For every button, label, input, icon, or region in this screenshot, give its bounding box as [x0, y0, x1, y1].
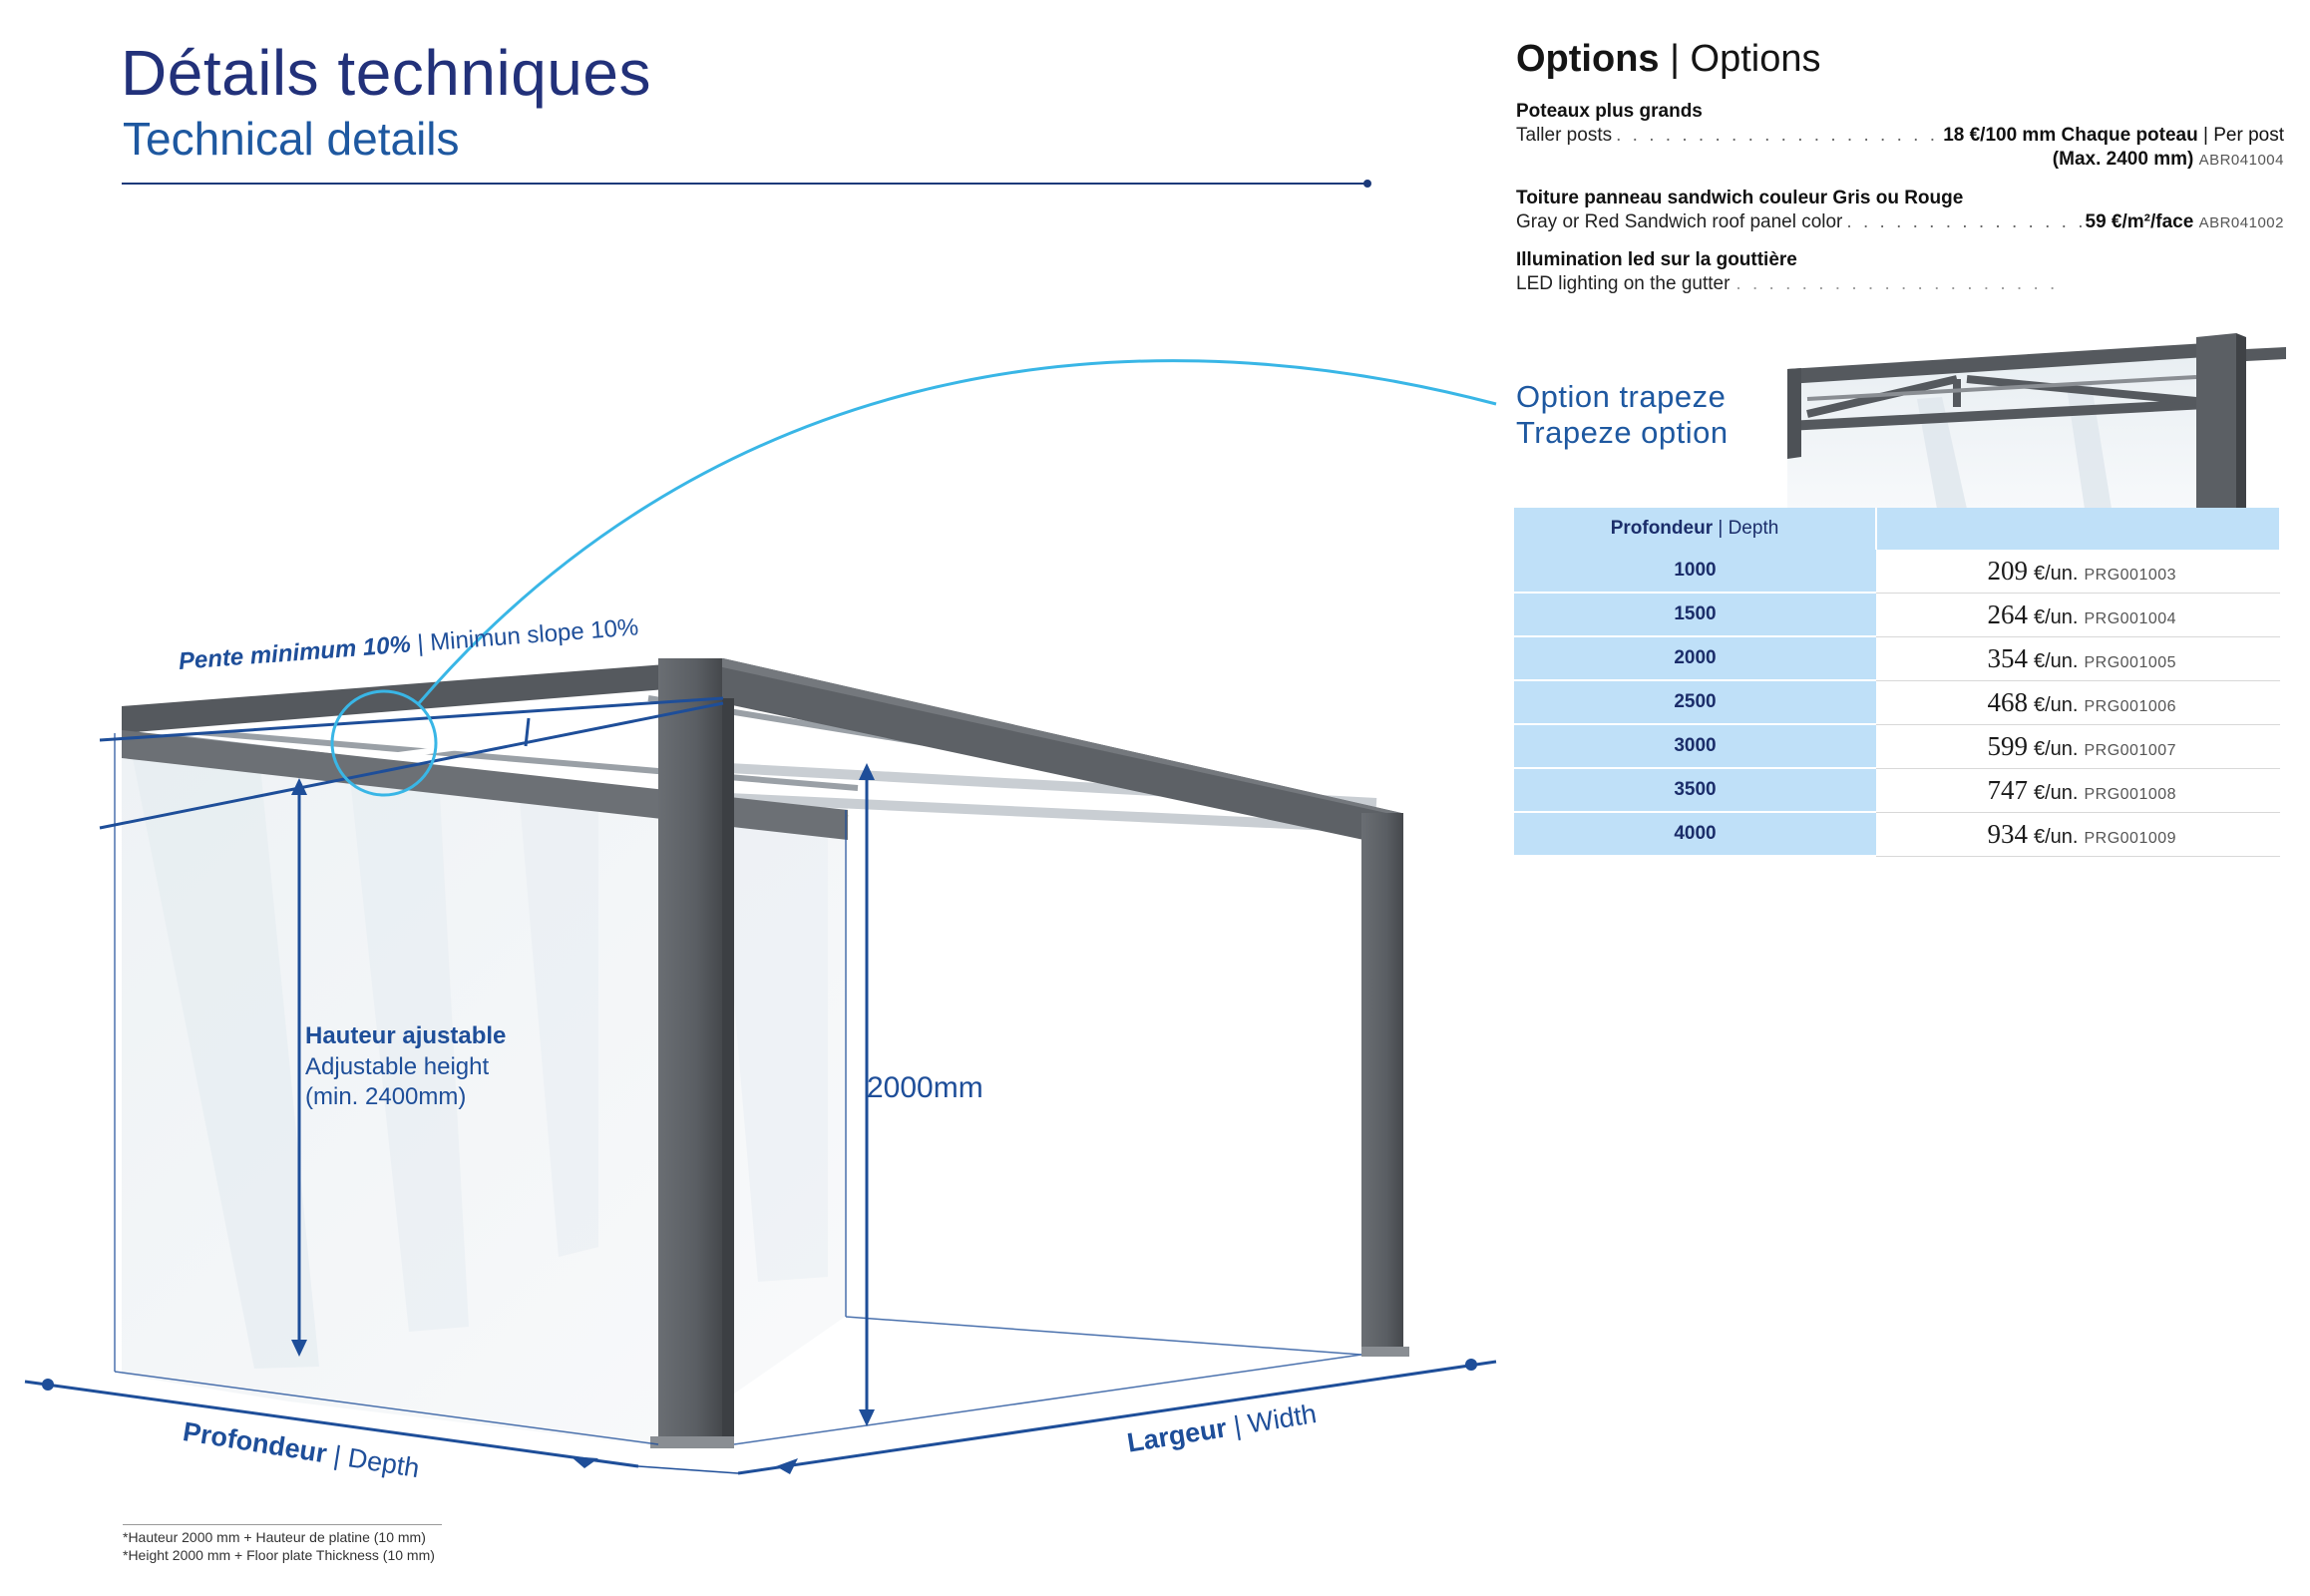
table-row: 1500 264€/un. PRG001004 [1514, 593, 2280, 637]
option-max: (Max. 2400 mm) [2052, 149, 2194, 170]
option-taller-posts: Poteaux plus grands Taller posts 18 €/10… [1516, 100, 2284, 173]
option-price-line2: (Max. 2400 mm) ABR041004 [1516, 148, 2284, 173]
price-value: 599 [1987, 730, 2029, 761]
price-cell: 209€/un. PRG001003 [1876, 550, 2280, 594]
height-2000-label: 2000mm [867, 1071, 983, 1104]
trapeze-title-en: Trapeze option [1516, 415, 1729, 450]
trapeze-option-image [1787, 333, 2286, 509]
front-post [658, 658, 722, 1446]
table-row: 4000 934€/un. PRG001009 [1514, 812, 2280, 857]
price-unit: €/un. [2034, 781, 2079, 804]
option-label-fr: Illumination led sur la gouttière [1516, 249, 1797, 270]
price-cell: 599€/un. PRG001007 [1876, 724, 2280, 769]
page-title-en: Technical details [123, 113, 460, 165]
option-line: Taller posts 18 €/100 mm Chaque poteau |… [1516, 124, 2284, 148]
price-cell: 747€/un. PRG001008 [1876, 768, 2280, 813]
depth-cell: 3000 [1514, 724, 1876, 769]
table-header-row: Profondeur | Depth [1514, 508, 2281, 550]
option-label-en: Taller posts [1516, 125, 1613, 146]
price-column-header [1876, 508, 2281, 550]
footnote-line-fr: *Hauteur 2000 mm + Hauteur de platine (1… [123, 1529, 426, 1545]
option-label-en: Gray or Red Sandwich roof panel color [1516, 211, 1843, 232]
option-label-fr: Toiture panneau sandwich couleur Gris ou… [1516, 188, 1964, 208]
option-led-gutter: Illumination led sur la gouttière LED li… [1516, 248, 2284, 296]
height-label-fr: Hauteur ajustable [305, 1022, 507, 1049]
price-unit: €/un. [2034, 825, 2079, 848]
detail-arc [417, 359, 1497, 704]
option-price-suffix: | Per post [2197, 125, 2284, 146]
depth-header-en: | Depth [1713, 518, 1779, 539]
depth-cell: 1500 [1514, 593, 1876, 637]
option-line: Gray or Red Sandwich roof panel color 59… [1516, 210, 2284, 235]
option-ref: ABR041004 [2198, 152, 2284, 169]
price-cell: 468€/un. PRG001006 [1876, 680, 2280, 725]
price-unit: €/un. [2034, 737, 2079, 760]
height-label-min: (min. 2400mm) [305, 1083, 467, 1110]
price-value: 934 [1987, 818, 2029, 849]
depth-cell: 2000 [1514, 636, 1876, 681]
footnote-divider [123, 1524, 442, 1525]
price-cell: 354€/un. PRG001005 [1876, 636, 2280, 681]
price-ref: PRG001005 [2084, 653, 2177, 671]
height-label-en: Adjustable height [305, 1053, 490, 1080]
price-value: 354 [1987, 642, 2029, 673]
price-ref: PRG001008 [2084, 785, 2177, 803]
title-divider [122, 183, 1368, 185]
options-heading-fr: Options [1516, 38, 1660, 80]
depth-header-fr: Profondeur [1610, 518, 1714, 539]
option-label-fr: Poteaux plus grands [1516, 101, 1703, 122]
price-value: 468 [1987, 686, 2029, 717]
title-divider-dot [1363, 180, 1371, 188]
option-price: 59 €/m²/face ABR041002 [2086, 210, 2284, 235]
price-unit: €/un. [2034, 693, 2079, 716]
price-cell: 934€/un. PRG001009 [1876, 812, 2280, 857]
slope-guides [99, 696, 724, 830]
price-value: 264 [1987, 598, 2029, 629]
price-ref: PRG001003 [2084, 566, 2177, 584]
option-sandwich-roof: Toiture panneau sandwich couleur Gris ou… [1516, 187, 2284, 235]
price-ref: PRG001006 [2084, 697, 2177, 715]
price-ref: PRG001007 [2084, 741, 2177, 759]
price-ref: PRG001004 [2084, 609, 2177, 627]
options-heading: Options | Options [1516, 38, 1821, 81]
price-unit: €/un. [2034, 605, 2079, 628]
front-beam [122, 663, 678, 733]
trapeze-title-fr: Option trapeze [1516, 379, 1727, 414]
table-row: 2500 468€/un. PRG001006 [1514, 680, 2280, 725]
rear-post [1361, 813, 1403, 1352]
price-value: 747 [1987, 774, 2029, 805]
price-cell: 264€/un. PRG001004 [1876, 593, 2280, 637]
page-title-fr: Détails techniques [121, 37, 651, 109]
depth-cell: 2500 [1514, 680, 1876, 725]
price-unit: €/un. [2034, 562, 2079, 585]
table-row: 3000 599€/un. PRG001007 [1514, 724, 2280, 769]
option-ref: ABR041002 [2198, 214, 2284, 231]
depth-cell: 4000 [1514, 812, 1876, 857]
footnote-line-en: *Height 2000 mm + Floor plate Thickness … [123, 1547, 435, 1563]
side-beam [658, 658, 1401, 848]
depth-cell: 1000 [1514, 550, 1876, 594]
option-price-value: 18 €/100 mm Chaque poteau [1943, 125, 2198, 146]
depth-cell: 3500 [1514, 768, 1876, 813]
leader-dots: . . . . . . . . . . . . . . . . . . . . [1735, 273, 2059, 294]
table-row: 1000 209€/un. PRG001003 [1514, 550, 2280, 594]
depth-column-header: Profondeur | Depth [1514, 508, 1877, 550]
option-line: LED lighting on the gutter . . . . . . .… [1516, 272, 2284, 296]
floor-outline [114, 733, 1362, 1445]
price-unit: €/un. [2034, 649, 2079, 672]
footnote: *Hauteur 2000 mm + Hauteur de platine (1… [123, 1528, 435, 1564]
detail-circle [330, 689, 438, 797]
price-value: 209 [1987, 555, 2029, 586]
option-price-value: 59 €/m²/face [2085, 211, 2194, 232]
table-row: 3500 747€/un. PRG001008 [1514, 768, 2280, 813]
floor-dimensions [24, 1360, 1497, 1475]
options-heading-en: | Options [1659, 38, 1821, 80]
option-price: 18 €/100 mm Chaque poteau | Per post [1943, 124, 2284, 148]
option-label-en: LED lighting on the gutter [1516, 273, 1731, 294]
table-row: 2000 354€/un. PRG001005 [1514, 636, 2280, 681]
price-ref: PRG001009 [2084, 829, 2177, 847]
